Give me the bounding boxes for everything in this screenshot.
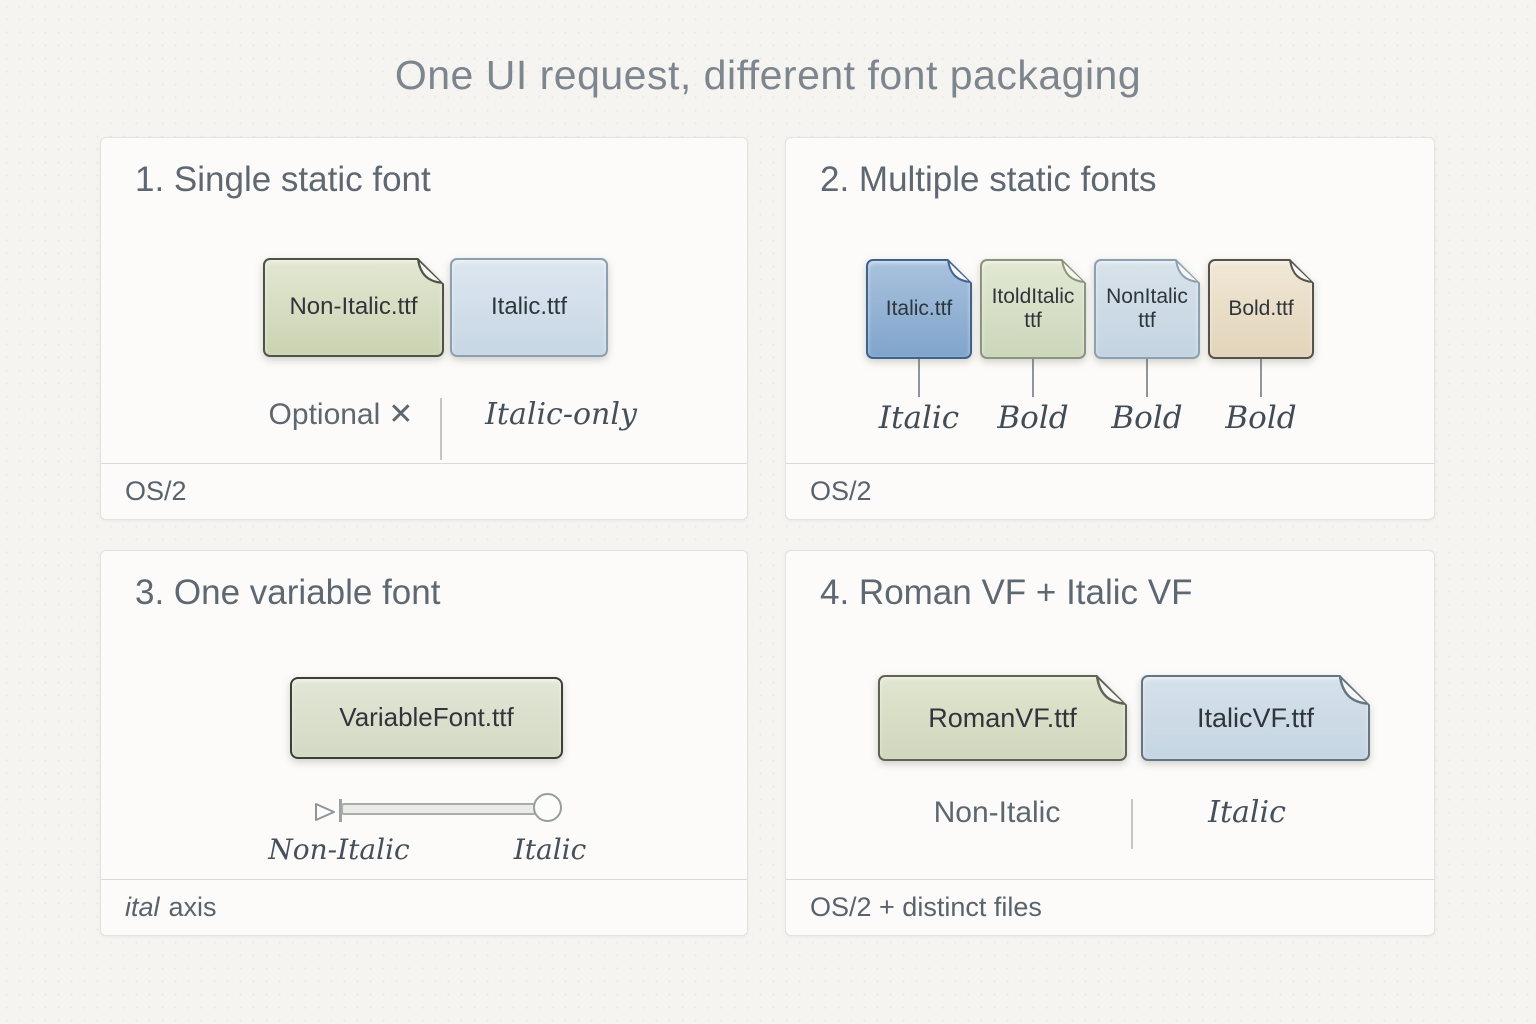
connector-line (1260, 359, 1262, 397)
file-icon-non-italic-ttf: Non-Italic.ttf (263, 258, 444, 357)
panel-footer: ital axis (101, 879, 747, 935)
style-label: Bold (1111, 400, 1183, 436)
slider-right-label: Italic (513, 833, 587, 866)
italic-label: Italic (1208, 795, 1286, 830)
panel-footer: OS/2 (786, 463, 1434, 519)
panel-footer: OS/2 (101, 463, 747, 519)
style-label: Italic (878, 400, 960, 436)
file-name: Bold.ttf (1228, 297, 1294, 321)
slider-left-label: Non-Italic (268, 833, 410, 866)
folded-corner-icon (948, 259, 972, 283)
non-italic-label: Non-Italic (933, 796, 1061, 829)
file-chip-row: Italic.ttf Italic ItoldItalic ttf Bold (866, 259, 1314, 436)
file-column: NonItalic ttf Bold (1094, 259, 1200, 436)
file-icon-italic-ttf: Italic.ttf (866, 259, 972, 359)
style-label: Bold (1225, 400, 1297, 436)
file-name: Italic.ttf (885, 297, 953, 321)
vertical-divider (440, 398, 442, 460)
file-icon-nonitalic-ttf: NonItalic ttf (1094, 259, 1200, 359)
slider-thumb (533, 793, 562, 822)
file-name: RomanVF.ttf (928, 702, 1077, 733)
panel-heading: 3. One variable font (135, 573, 441, 612)
panel-single-static-font: 1. Single static font Non-Italic.ttf Ita… (100, 137, 748, 520)
file-column: Italic.ttf Italic (866, 259, 972, 436)
folded-corner-icon (1176, 259, 1200, 283)
x-icon: ✕ (388, 398, 414, 431)
file-name-line2: ttf (1138, 309, 1156, 332)
page-title: One UI request, different font packaging (394, 52, 1142, 98)
folded-corner-icon (1097, 675, 1127, 705)
style-label: Bold (997, 400, 1069, 436)
connector-line (1146, 359, 1148, 397)
file-icon-italicvf-ttf: ItalicVF.ttf (1141, 675, 1370, 761)
file-icon-itolditalic-ttf: ItoldItalic ttf (980, 259, 1086, 359)
file-name: VariableFont.ttf (339, 702, 514, 733)
panel-multiple-static-fonts: 2. Multiple static fonts Italic.ttf Ital… (785, 137, 1435, 520)
file-name: NonItalic (1106, 285, 1188, 309)
file-name-line2: ttf (1024, 309, 1042, 332)
connector-line (918, 359, 920, 397)
axis-name: ital (125, 892, 160, 922)
folded-corner-icon (418, 258, 444, 284)
panel-one-variable-font: 3. One variable font VariableFont.ttf No… (100, 550, 748, 936)
optional-label: Optional✕ (241, 397, 441, 432)
connector-line (1032, 359, 1034, 397)
optional-text: Optional (268, 398, 381, 431)
panel-roman-vf-italic-vf: 4. Roman VF + Italic VF RomanVF.ttf Ital… (785, 550, 1435, 936)
file-column: Bold.ttf Bold (1208, 259, 1314, 436)
file-icon-variablefont-ttf: VariableFont.ttf (290, 677, 563, 759)
file-chip-row: Non-Italic.ttf Italic.ttf (263, 258, 608, 357)
footer-label: OS/2 (125, 476, 187, 506)
folded-corner-icon (1062, 259, 1086, 283)
file-name: Italic.ttf (490, 293, 568, 321)
folded-corner-icon (1340, 675, 1370, 705)
file-column: ItoldItalic ttf Bold (980, 259, 1086, 436)
footer-label: OS/2 + distinct files (810, 892, 1042, 922)
slider-tick (339, 799, 342, 822)
file-icon-bold-ttf: Bold.ttf (1208, 259, 1314, 359)
panel-heading: 2. Multiple static fonts (820, 160, 1157, 199)
panel-heading: 4. Roman VF + Italic VF (820, 573, 1193, 612)
footer-label: OS/2 (810, 476, 872, 506)
slider-triangle-icon (315, 803, 335, 821)
file-icon-italic-ttf: Italic.ttf (450, 258, 608, 357)
slider-track (341, 803, 547, 815)
italic-only-label: Italic-only (485, 397, 637, 432)
panel-footer: OS/2 + distinct files (786, 879, 1434, 935)
axis-word: axis (168, 892, 217, 922)
panel-heading: 1. Single static font (135, 160, 431, 199)
file-icon-romanvf-ttf: RomanVF.ttf (878, 675, 1127, 761)
file-name: ItoldItalic (991, 285, 1075, 309)
folded-corner-icon (1290, 259, 1314, 283)
file-name: ItalicVF.ttf (1196, 702, 1315, 733)
vertical-divider (1131, 799, 1133, 849)
file-name: Non-Italic.ttf (289, 293, 418, 321)
footer-label: ital axis (125, 892, 217, 923)
